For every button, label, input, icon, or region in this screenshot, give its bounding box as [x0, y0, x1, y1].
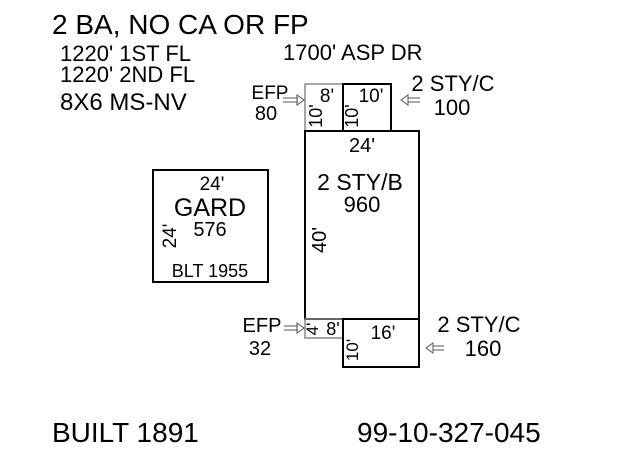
header-line4: 8X6 MS-NV — [60, 89, 187, 116]
top-addition-arrow-icon — [400, 94, 420, 106]
garage-area: 576 — [193, 219, 226, 241]
top-porch-arrow-icon — [283, 94, 305, 106]
bottom-porch-name: EFP — [243, 315, 282, 337]
street-label: 1700' ASP DR — [283, 40, 423, 65]
bottom-addition-area: 160 — [465, 336, 502, 361]
top-addition-area: 100 — [434, 95, 471, 120]
parcel-number: 99-10-327-045 — [357, 417, 541, 448]
bottom-porch-arrow-icon — [284, 322, 305, 334]
bottom-addition-arrow-icon — [425, 342, 444, 354]
bottom-addition-width: 16' — [371, 323, 396, 344]
bottom-addition-outline — [342, 318, 420, 368]
top-addition-name: 2 STY/C — [411, 71, 494, 96]
main-house-depth: 40' — [309, 227, 331, 253]
bottom-porch-width: 8' — [326, 319, 339, 339]
top-addition-width: 10' — [359, 86, 384, 107]
garage-outline — [152, 169, 269, 283]
bottom-porch-depth: 4' — [303, 323, 322, 336]
top-porch-name: EFP — [252, 83, 289, 104]
built-year: BUILT 1891 — [52, 417, 199, 448]
garage-built: BLT 1955 — [172, 261, 248, 281]
header-line3: 1220' 2ND FL — [60, 62, 195, 87]
bottom-addition-name: 2 STY/C — [437, 312, 520, 337]
bottom-porch-area: 32 — [249, 338, 271, 360]
header-line1: 2 BA, NO CA OR FP — [52, 9, 309, 40]
main-house-area: 960 — [344, 192, 381, 217]
top-addition-depth: 10' — [342, 104, 362, 127]
garage-side-label: 24' — [160, 224, 181, 249]
main-house-outline — [304, 130, 420, 320]
bottom-addition-depth: 10' — [343, 339, 362, 361]
garage-width-label: 24' — [200, 174, 225, 195]
main-house-width: 24' — [349, 135, 375, 157]
top-porch-depth: 10' — [306, 104, 326, 127]
header-line2: 1220' 1ST FL — [60, 41, 191, 66]
top-porch-width: 8' — [320, 86, 334, 107]
main-house-name: 2 STY/B — [317, 169, 403, 195]
garage-name: GARD — [174, 194, 246, 222]
top-porch-area: 80 — [255, 103, 277, 125]
